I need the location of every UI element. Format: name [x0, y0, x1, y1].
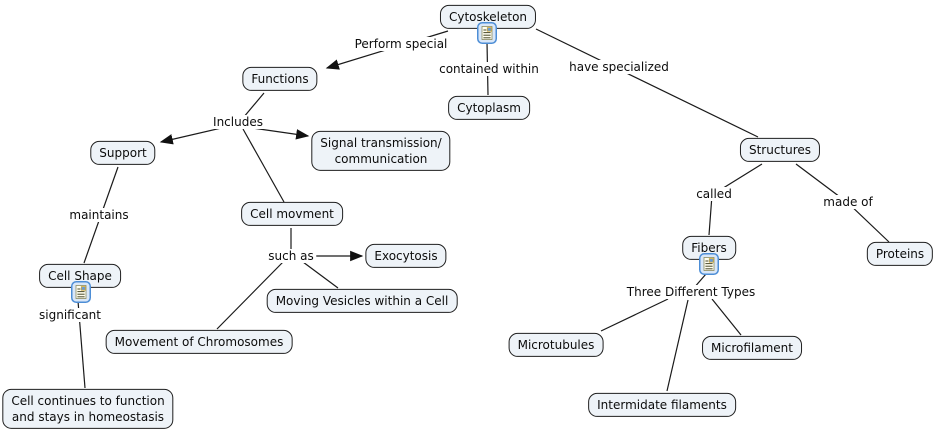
- link-label-significant[interactable]: significant: [36, 308, 104, 322]
- node-intermidate-filaments[interactable]: Intermidate filaments: [588, 392, 736, 418]
- link-label-maintains[interactable]: maintains: [66, 208, 132, 222]
- node-support[interactable]: Support: [90, 140, 156, 166]
- link-line-suchas-vesicles: [302, 261, 339, 289]
- resource-icon[interactable]: [71, 281, 91, 303]
- node-functions[interactable]: Functions: [242, 66, 318, 92]
- link-line-types-microfilament: [711, 298, 742, 336]
- link-label-have-specialized[interactable]: have specialized: [566, 60, 672, 74]
- node-cytoplasm[interactable]: Cytoplasm: [448, 95, 530, 121]
- link-line-includes-signal: [251, 127, 310, 140]
- node-microtubules[interactable]: Microtubules: [508, 332, 604, 358]
- link-line-have-specialized: [535, 28, 759, 138]
- resource-icon[interactable]: [477, 22, 497, 44]
- link-label-called[interactable]: called: [693, 187, 735, 201]
- node-proteins[interactable]: Proteins: [866, 241, 934, 267]
- link-line-types-intermidate: [666, 299, 689, 392]
- node-cell-homeostasis[interactable]: Cell continues to function and stays in …: [2, 388, 174, 430]
- link-label-perform-special[interactable]: Perform special: [351, 37, 451, 51]
- node-exocytosis[interactable]: Exocytosis: [365, 243, 447, 269]
- link-line-functions-includes: [242, 92, 265, 119]
- node-signal-transmission[interactable]: Signal transmission/ communication: [311, 130, 451, 172]
- link-line-suchas-chromosomes: [216, 261, 284, 330]
- link-line-includes-cellmovment: [242, 128, 285, 203]
- link-label-includes[interactable]: Includes: [210, 115, 266, 129]
- link-label-such-as[interactable]: such as: [265, 249, 317, 263]
- node-moving-vesicles[interactable]: Moving Vesicles within a Cell: [266, 288, 458, 314]
- link-line-types-microtubules: [600, 298, 669, 332]
- link-label-contained-within[interactable]: contained within: [436, 62, 542, 76]
- node-structures[interactable]: Structures: [739, 137, 821, 163]
- link-label-three-different-types[interactable]: Three Different Types: [623, 285, 759, 299]
- resource-icon[interactable]: [699, 253, 719, 275]
- node-movement-chromosomes[interactable]: Movement of Chromosomes: [105, 329, 293, 355]
- node-cell-movment[interactable]: Cell movment: [241, 201, 343, 227]
- node-microfilament[interactable]: Microfilament: [702, 335, 802, 361]
- link-label-made-of[interactable]: made of: [820, 195, 876, 209]
